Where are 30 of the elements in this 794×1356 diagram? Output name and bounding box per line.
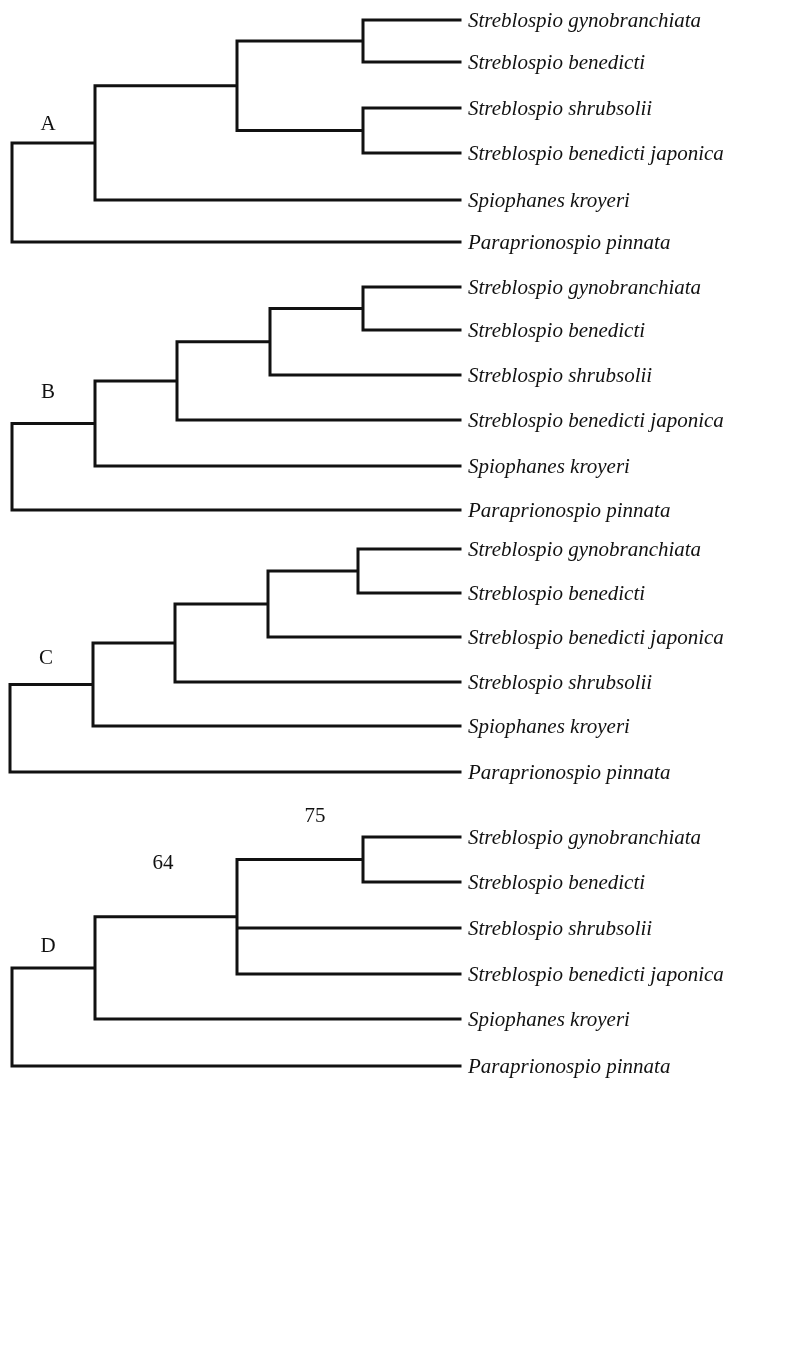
support-value: 64 — [152, 850, 174, 874]
panel-letter: A — [40, 111, 56, 135]
taxon-name: Paraprionospio pinnata — [468, 498, 671, 522]
taxon-name: Streblospio benedicti — [468, 581, 646, 605]
taxon-name: Streblospio shrubsolii — [468, 96, 653, 120]
taxon-name: Streblospio gynobranchiata — [468, 8, 702, 32]
taxon-name: Streblospio benedicti — [468, 318, 646, 342]
taxon-name: Streblospio benedicti japonica — [468, 141, 724, 165]
taxon-name: Streblospio gynobranchiata — [468, 275, 702, 299]
taxon-name: Paraprionospio pinnata — [468, 1054, 671, 1078]
taxon-name: Streblospio benedicti — [468, 50, 646, 74]
panel-letter: B — [41, 379, 55, 403]
taxon-name: Spiophanes kroyeri — [468, 1007, 630, 1031]
panel-letter: D — [40, 933, 56, 957]
taxon-name: Spiophanes kroyeri — [468, 188, 630, 212]
taxon-name: Streblospio shrubsolii — [468, 670, 653, 694]
taxon-name: Streblospio shrubsolii — [468, 916, 653, 940]
taxon-name: Streblospio benedicti japonica — [468, 625, 724, 649]
panel-letter: C — [39, 645, 53, 669]
taxon-name: Paraprionospio pinnata — [468, 230, 671, 254]
taxon-name: Streblospio benedicti japonica — [468, 408, 724, 432]
support-value: 75 — [304, 803, 326, 827]
taxon-name: Streblospio benedicti — [468, 870, 646, 894]
taxon-name: Streblospio gynobranchiata — [468, 537, 702, 561]
taxon-name: Paraprionospio pinnata — [468, 760, 671, 784]
taxon-name: Spiophanes kroyeri — [468, 454, 630, 478]
taxon-name: Streblospio benedicti japonica — [468, 962, 724, 986]
taxon-name: Streblospio shrubsolii — [468, 363, 653, 387]
taxon-name: Spiophanes kroyeri — [468, 714, 630, 738]
taxon-name: Streblospio gynobranchiata — [468, 825, 702, 849]
